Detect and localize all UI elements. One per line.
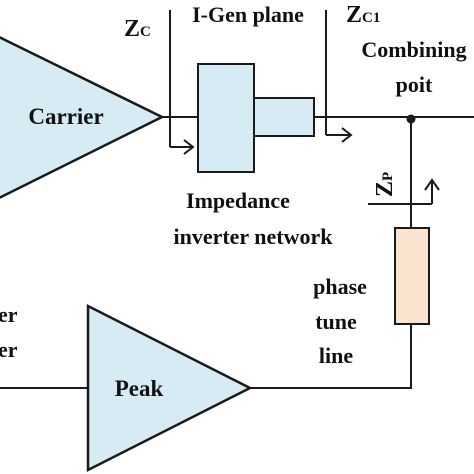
zc-arrow-head-icon — [183, 139, 195, 155]
impedance-inverter-network — [197, 63, 315, 173]
inverter-block-tall — [197, 63, 255, 173]
carrier-amplifier: Carrier — [0, 36, 165, 199]
zp-sub: P — [380, 172, 396, 181]
phase-tune-label-line2: tune — [315, 309, 357, 334]
phase-tune-line-block — [394, 227, 430, 325]
zc-sub: C — [140, 24, 151, 40]
inverter-block-short — [253, 97, 315, 137]
zp-arrow-head-icon — [424, 178, 440, 191]
svg-text:ZP: ZP — [372, 172, 398, 197]
zc-marker: ZC — [124, 10, 195, 155]
combining-point-line1: Combining — [361, 37, 466, 62]
phase-tune-label-line3: line — [319, 343, 353, 368]
zc1-arrow-head-icon — [341, 127, 353, 143]
phase-tune-label-line1: phase — [313, 274, 367, 299]
svg-text:ZC: ZC — [124, 16, 151, 42]
combining-point-line2: poit — [396, 72, 433, 97]
peak-amplifier: Peak — [86, 303, 253, 473]
zp-main: Z — [372, 181, 398, 197]
svg-text:ZC1: ZC1 — [346, 2, 380, 28]
carrier-triangle — [0, 36, 165, 199]
zc1-sub: C1 — [362, 10, 380, 26]
left-fragment-line1: er — [0, 302, 18, 327]
carrier-label: Carrier — [28, 104, 103, 129]
zp-marker: ZP — [368, 172, 440, 205]
tune-to-peak-line — [250, 324, 412, 389]
zc-main: Z — [124, 16, 140, 42]
i-gen-plane-label: I-Gen plane — [192, 2, 304, 27]
zc1-main: Z — [346, 2, 362, 28]
impedance-inverter-line2: inverter network — [173, 224, 333, 249]
zc1-marker: ZC1 — [325, 2, 380, 143]
left-fragment-line2: er — [0, 337, 18, 362]
peak-label: Peak — [115, 376, 164, 401]
combining-point: Combining poit — [361, 37, 467, 124]
impedance-inverter-line1: Impedance — [186, 188, 290, 213]
peak-triangle — [86, 303, 253, 473]
